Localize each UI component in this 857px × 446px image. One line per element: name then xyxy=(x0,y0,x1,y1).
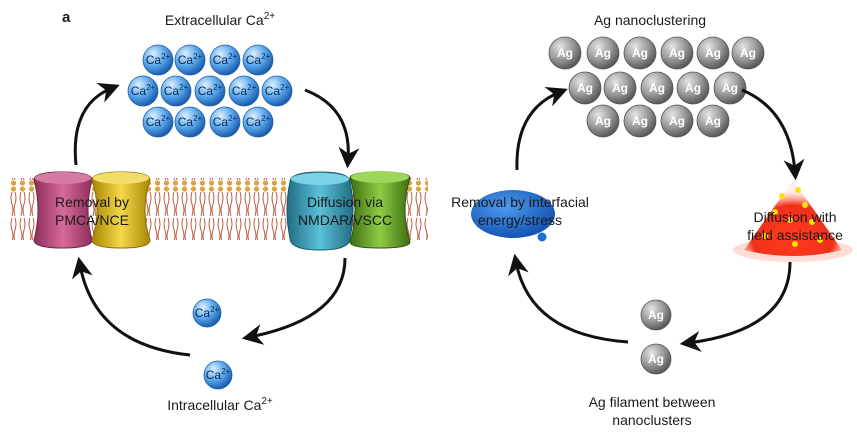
ag-cluster: Ag xyxy=(640,299,672,331)
ag-cluster: Ag xyxy=(623,104,657,138)
ag-cluster: Ag xyxy=(660,104,694,138)
svg-text:Ag: Ag xyxy=(632,114,648,128)
arrow-right-removal-up xyxy=(515,86,568,171)
svg-text:Ag: Ag xyxy=(632,46,648,60)
field-diffusion-label-line2: field assistance xyxy=(747,227,843,243)
removal-label-line1: Removal by xyxy=(55,194,129,210)
ag-cluster: Ag xyxy=(548,36,582,70)
svg-text:Ca2+: Ca2+ xyxy=(246,114,271,130)
svg-text:Ag: Ag xyxy=(685,81,701,95)
ag-cluster: Ag xyxy=(640,71,674,105)
svg-text:Ag: Ag xyxy=(648,308,664,322)
ag-cluster: Ag xyxy=(586,36,620,70)
extracellular-ca-ions: Ca2+ Ca2+ Ca2+ Ca2+ Ca2+ Ca2+ Ca2+ Ca2+ Ca2+ Ca2+… xyxy=(127,44,293,138)
ca-ion: Ca2+ xyxy=(209,44,241,76)
ca-ion: Ca2+ xyxy=(127,75,159,107)
svg-text:Ca2+: Ca2+ xyxy=(206,367,231,383)
svg-text:Ca2+: Ca2+ xyxy=(164,83,189,99)
ag-filament-label-line2: nanoclusters xyxy=(612,412,691,428)
svg-text:Ag: Ag xyxy=(649,81,665,95)
svg-text:Ag: Ag xyxy=(557,46,573,60)
ag-cluster: Ag xyxy=(640,343,672,375)
svg-text:Ca2+: Ca2+ xyxy=(131,83,156,99)
svg-text:Ag: Ag xyxy=(669,46,685,60)
intracellular-label: Intracellular Ca2+ xyxy=(167,396,273,413)
ca-ion: Ca2+ xyxy=(174,44,206,76)
svg-text:Ca2+: Ca2+ xyxy=(198,83,223,99)
svg-text:Ag: Ag xyxy=(722,81,738,95)
svg-text:Ca2+: Ca2+ xyxy=(213,114,238,130)
field-assisted-cone xyxy=(733,180,853,262)
ag-cluster: Ag xyxy=(696,36,730,70)
ca-ion: Ca2+ xyxy=(174,106,206,138)
ag-cluster: Ag xyxy=(713,71,747,105)
svg-text:Ca2+: Ca2+ xyxy=(178,114,203,130)
arrow-right-filament-back xyxy=(508,253,629,344)
svg-text:Ag: Ag xyxy=(612,81,628,95)
arrow-right-diffusion-down xyxy=(741,88,805,181)
interfacial-blob xyxy=(471,190,555,242)
svg-text:Ca2+: Ca2+ xyxy=(265,83,290,99)
svg-text:Ca2+: Ca2+ xyxy=(213,52,238,68)
interfacial-removal-line2: energy/stress xyxy=(478,212,562,228)
svg-text:Ag: Ag xyxy=(577,81,593,95)
ca-ion: Ca2+ xyxy=(142,106,174,138)
removal-label-line2: PMCA/NCE xyxy=(55,212,129,228)
svg-text:Ca2+: Ca2+ xyxy=(246,52,271,68)
ca-ion: Ca2+ xyxy=(242,106,274,138)
ag-cluster: Ag xyxy=(660,36,694,70)
ca-ion: Ca2+ xyxy=(242,44,274,76)
diffusion-label-line1: Diffusion via xyxy=(307,194,383,210)
ca-ion: Ca2+ xyxy=(142,44,174,76)
intracellular-ca-ions: Ca2+ Ca2+ xyxy=(192,298,233,390)
svg-text:Ag: Ag xyxy=(648,352,664,366)
svg-text:Ca2+: Ca2+ xyxy=(146,114,171,130)
ag-cluster: Ag xyxy=(676,71,710,105)
ag-cluster: Ag xyxy=(568,71,602,105)
svg-text:Ca2+: Ca2+ xyxy=(195,305,220,321)
arrow-diffusion-down xyxy=(304,88,360,169)
svg-text:Ag: Ag xyxy=(669,114,685,128)
svg-text:Ca2+: Ca2+ xyxy=(178,52,203,68)
ag-cluster: Ag xyxy=(623,36,657,70)
ca-ion: Ca2+ xyxy=(203,360,233,390)
ag-nanoclustering-label: Ag nanoclustering xyxy=(594,12,706,28)
svg-text:Ag: Ag xyxy=(595,46,611,60)
interfacial-removal-line1: Removal by interfacial xyxy=(451,194,589,210)
nce-channel xyxy=(91,171,151,249)
svg-text:Ag: Ag xyxy=(705,114,721,128)
svg-text:Ag: Ag xyxy=(595,114,611,128)
ca-ion: Ca2+ xyxy=(228,75,260,107)
svg-text:Ca2+: Ca2+ xyxy=(146,52,171,68)
extracellular-label: Extracellular Ca2+ xyxy=(165,11,275,28)
ag-cluster: Ag xyxy=(586,104,620,138)
ca-ion: Ca2+ xyxy=(192,298,222,328)
field-diffusion-label-line1: Diffusion with xyxy=(753,209,836,225)
svg-text:Ag: Ag xyxy=(740,46,756,60)
svg-text:Ag: Ag xyxy=(705,46,721,60)
ag-cluster: Ag xyxy=(731,36,765,70)
ca-ion: Ca2+ xyxy=(194,75,226,107)
ca-ion: Ca2+ xyxy=(261,75,293,107)
arrow-out-of-cell xyxy=(72,256,191,357)
ca-ion: Ca2+ xyxy=(160,75,192,107)
nmdar-channel xyxy=(286,171,354,251)
ag-cluster: Ag xyxy=(603,71,637,105)
ag-filament-label-line1: Ag filament between xyxy=(589,394,716,410)
svg-text:Ca2+: Ca2+ xyxy=(232,83,257,99)
arrow-into-cell xyxy=(241,257,347,345)
arrow-removal-up xyxy=(73,83,120,166)
diffusion-label-line2: NMDAR/VSCC xyxy=(298,212,392,228)
pmca-channel xyxy=(33,171,93,249)
vscc-channel xyxy=(349,171,411,249)
left-panel: Extracellular Ca2+ Intracellular Ca2+ Ca… xyxy=(8,11,428,413)
ag-cluster: Ag xyxy=(696,104,730,138)
panel-label: a xyxy=(62,9,71,26)
arrow-right-to-filament xyxy=(679,261,792,352)
ca-ion: Ca2+ xyxy=(209,106,241,138)
